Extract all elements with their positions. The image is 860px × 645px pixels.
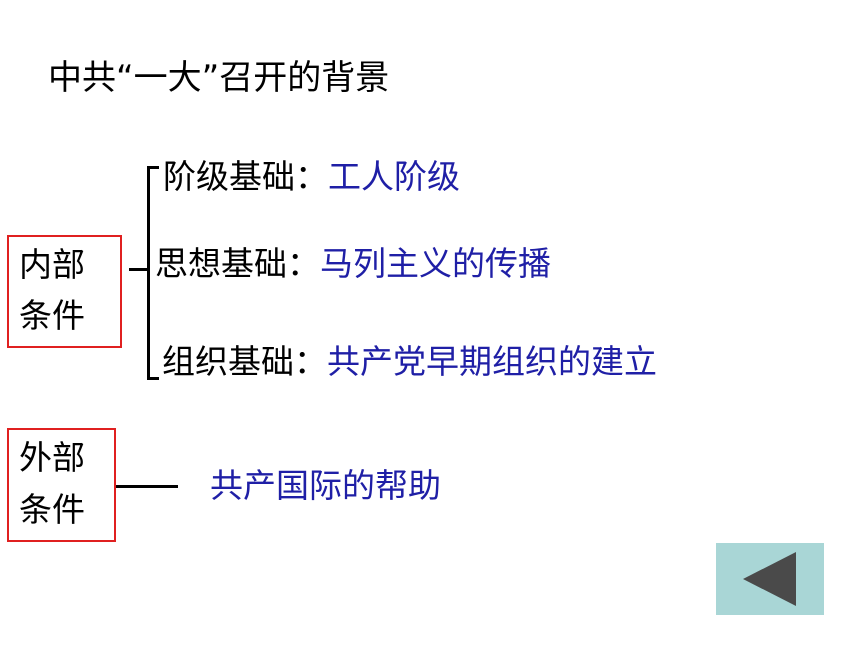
internal-conditions-box: 内部 条件 [7, 235, 122, 348]
ideological-basis-value: 马列主义的传播 [320, 244, 551, 283]
triangle-left-icon [743, 552, 796, 606]
bracket-bottom-tick [147, 377, 159, 380]
organizational-basis-value: 共产党早期组织的建立 [327, 342, 657, 381]
class-basis-row: 阶级基础：工人阶级 [163, 150, 460, 198]
external-label-line2: 条件 [19, 490, 85, 529]
external-value: 共产国际的帮助 [210, 466, 441, 505]
back-button[interactable] [716, 543, 824, 615]
organizational-basis-row: 组织基础：共产党早期组织的建立 [162, 335, 657, 383]
organizational-basis-label: 组织基础： [162, 342, 327, 381]
page-title: 中共“一大”召开的背景 [48, 58, 390, 98]
ideological-basis-label: 思想基础： [155, 244, 320, 283]
bracket-vertical-line [147, 166, 150, 380]
external-connector-line [116, 485, 178, 488]
external-label-line1: 外部 [19, 438, 85, 477]
external-conditions-box: 外部 条件 [7, 428, 116, 542]
class-basis-value: 工人阶级 [328, 157, 460, 196]
internal-label-line1: 内部 [19, 245, 85, 284]
internal-connector-line [129, 268, 147, 271]
bracket-top-tick [147, 166, 159, 169]
ideological-basis-row: 思想基础：马列主义的传播 [155, 237, 551, 285]
class-basis-label: 阶级基础： [163, 157, 328, 196]
internal-label-line2: 条件 [19, 296, 85, 335]
